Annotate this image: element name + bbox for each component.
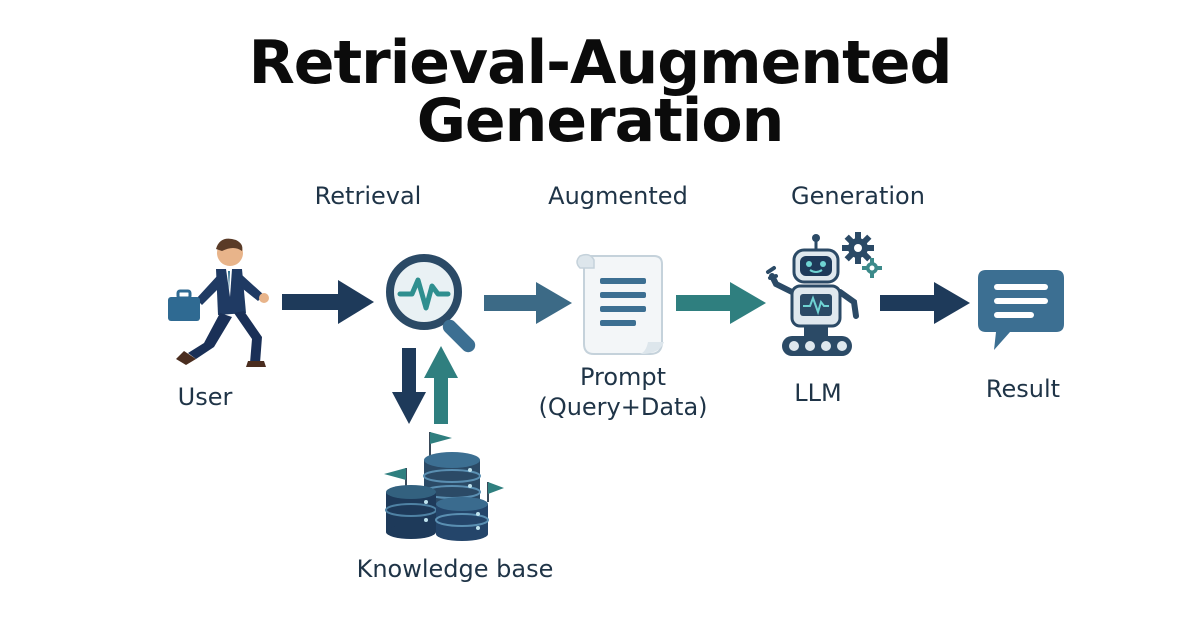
diagram-title: Retrieval-Augmented Generation xyxy=(0,28,1200,156)
label-prompt-line-2: (Query+Data) xyxy=(538,393,708,421)
label-user: User xyxy=(177,383,233,411)
businessman-icon xyxy=(168,238,269,367)
arrow-user-to-retrieval xyxy=(282,280,374,324)
robot-icon xyxy=(766,232,882,356)
title-line-1: Retrieval-Augmented xyxy=(248,28,953,98)
label-prompt-line-1: Prompt xyxy=(579,363,667,391)
title-line-2: Generation xyxy=(416,86,785,156)
chat-bubble-icon xyxy=(978,270,1064,350)
database-icon xyxy=(384,432,504,541)
gear-icon xyxy=(842,232,874,264)
arrow-down-to-knowledge-base xyxy=(392,348,426,424)
arrow-prompt-to-llm xyxy=(676,282,766,324)
arrow-retrieval-to-prompt xyxy=(484,282,572,324)
label-llm: LLM xyxy=(794,379,842,407)
document-icon xyxy=(576,253,664,355)
label-result: Result xyxy=(985,375,1061,403)
stage-retrieval: Retrieval xyxy=(314,182,422,210)
stage-augmented: Augmented xyxy=(548,182,688,210)
arrow-up-from-knowledge-base xyxy=(424,346,458,424)
arrow-llm-to-result xyxy=(880,282,970,324)
stage-generation: Generation xyxy=(791,182,925,210)
label-knowledge-base: Knowledge base xyxy=(356,555,554,583)
label-prompt: Prompt (Query+Data) xyxy=(508,362,738,422)
magnifier-icon xyxy=(386,254,476,353)
